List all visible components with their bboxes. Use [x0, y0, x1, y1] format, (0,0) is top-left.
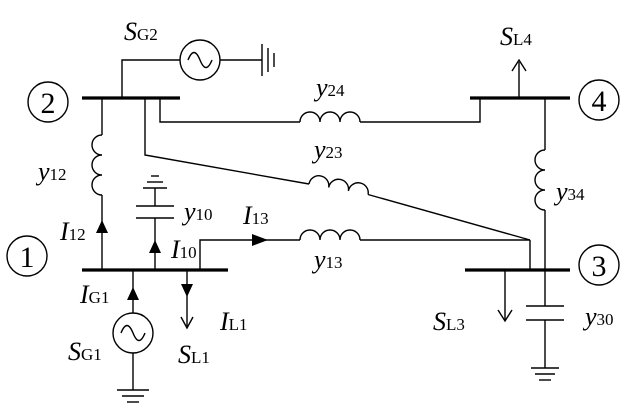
y24-wire-right — [360, 98, 481, 123]
shunt-y30 — [526, 270, 564, 381]
load-l1 — [180, 270, 194, 330]
inductor-y12-icon — [91, 134, 103, 196]
label-sl1: SL1 — [178, 340, 210, 369]
arrow-down-icon — [181, 284, 193, 297]
y24-wire-left — [159, 98, 300, 123]
bus-3-circle-icon — [578, 244, 620, 286]
label-sg1: SG1 — [68, 337, 102, 366]
label-y12: y12 — [35, 157, 67, 186]
g2-connector — [121, 59, 180, 98]
label-i13: I13 — [242, 201, 269, 230]
bus-2-marker: 2 — [27, 81, 69, 123]
y23-wire-right — [367, 193, 531, 241]
bus-3-marker: 3 — [578, 244, 620, 286]
load-l4 — [511, 58, 527, 98]
sine-wave-icon — [187, 51, 213, 69]
line-y23 — [144, 98, 531, 270]
arrow-down-icon — [497, 309, 513, 323]
bus-3-number: 3 — [592, 250, 607, 283]
arrow-up-icon — [149, 240, 161, 253]
bus-1-number: 1 — [20, 241, 35, 274]
shunt-y10 — [136, 175, 174, 270]
bus-4-marker: 4 — [578, 79, 620, 121]
arrow-up-icon — [96, 220, 108, 233]
line-y13 — [199, 229, 530, 270]
generator-g1 — [112, 270, 154, 403]
label-sg2: SG2 — [124, 17, 158, 46]
bus-2-circle-icon — [27, 81, 69, 123]
label-sl3: SL3 — [433, 307, 465, 336]
y23-wire-left — [144, 98, 310, 185]
bus-4-circle-icon — [578, 79, 620, 121]
label-y10: y10 — [181, 197, 213, 226]
bus-4-number: 4 — [592, 85, 607, 118]
label-il1: IL1 — [219, 307, 248, 336]
bus-1-marker: 1 — [6, 235, 48, 277]
label-y30: y30 — [582, 302, 614, 331]
label-y34: y34 — [553, 177, 585, 206]
y13-wire-left — [199, 239, 300, 270]
arrow-down-icon — [180, 316, 194, 330]
inductor-y23-icon — [308, 175, 369, 195]
label-sl4: SL4 — [500, 22, 532, 51]
label-i10: I10 — [170, 235, 197, 264]
inductor-y24-icon — [299, 111, 361, 123]
label-y23: y23 — [311, 135, 343, 164]
load-l3 — [497, 270, 513, 323]
generator-g2 — [121, 39, 275, 98]
sine-wave-icon — [120, 324, 146, 342]
inductor-y13-icon — [299, 229, 361, 241]
label-y13: y13 — [311, 245, 343, 274]
label-y24: y24 — [313, 73, 345, 102]
label-i12: I12 — [59, 217, 86, 246]
arrow-right-icon — [252, 234, 268, 246]
line-y12 — [91, 98, 108, 270]
label-ig1: IG1 — [79, 280, 109, 309]
arrow-up-icon — [511, 58, 527, 72]
line-y24 — [159, 98, 481, 123]
inductor-y34-icon — [534, 149, 546, 211]
bus-1-circle-icon — [6, 235, 48, 277]
arrow-up-icon — [127, 287, 139, 300]
bus-2-number: 2 — [41, 87, 56, 120]
line-y34 — [534, 98, 546, 270]
